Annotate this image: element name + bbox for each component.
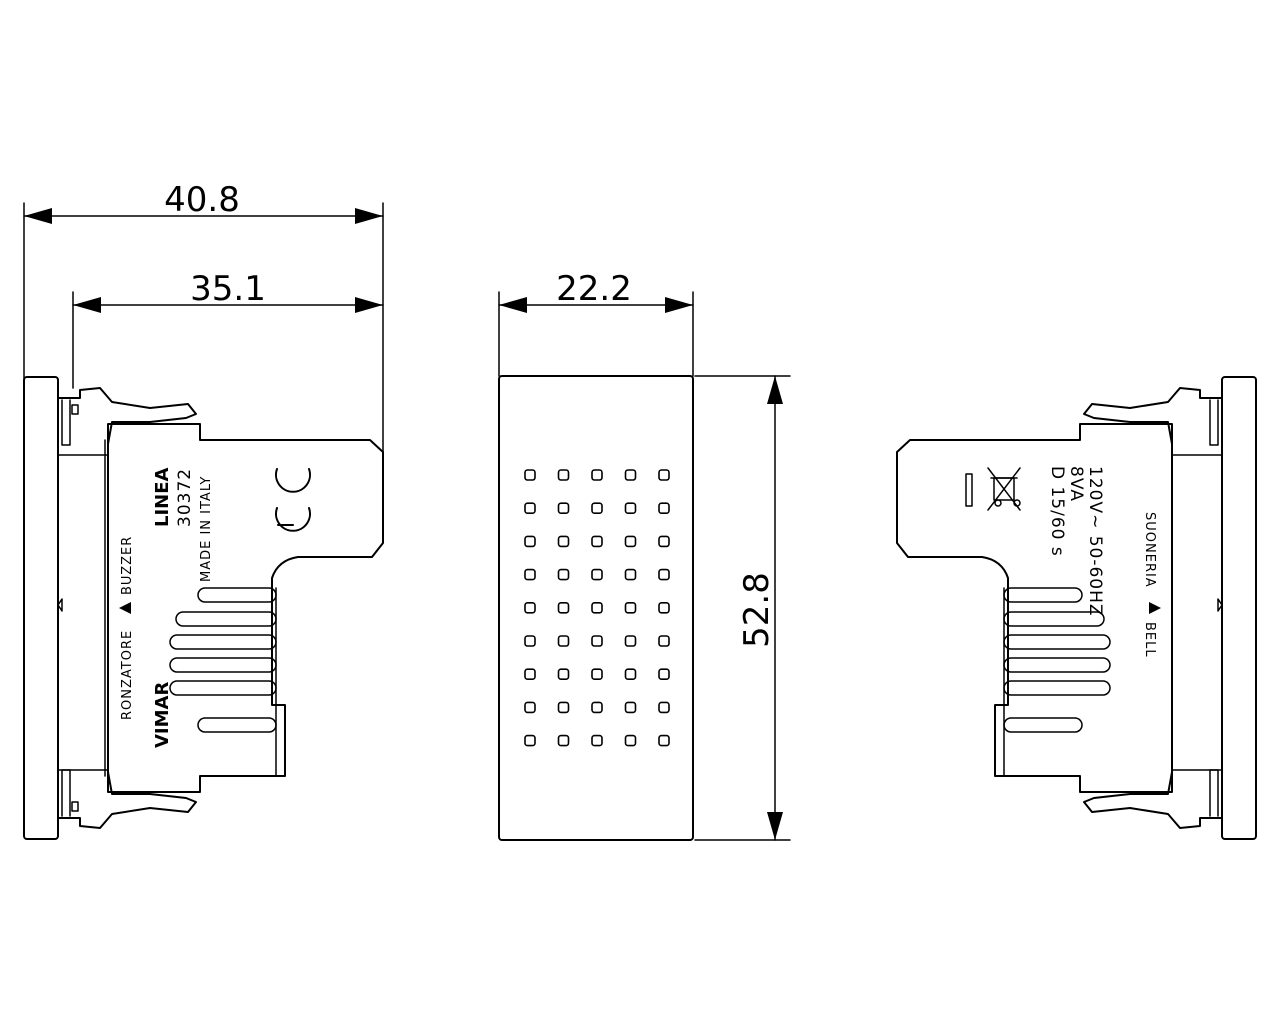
- grille-hole: [658, 535, 670, 548]
- grille-hole: [624, 469, 637, 481]
- label-right-product-type: SUONERIA: [1142, 512, 1157, 588]
- dimension-overall-depth-label: 40.8: [164, 180, 240, 220]
- grille-hole: [658, 635, 670, 647]
- grille-hole: [524, 701, 536, 714]
- dimension-width: 22.2: [498, 269, 694, 377]
- label-code: 30372: [175, 468, 195, 527]
- grille-hole: [624, 668, 637, 681]
- triangle-icon-right: [1149, 602, 1161, 614]
- grille-hole: [624, 635, 637, 647]
- speaker-grille: [524, 469, 670, 747]
- left-side-view: VIMAR RONZATORE BUZZER LINEA 30372 MADE …: [23, 376, 384, 840]
- grille-hole: [524, 601, 536, 614]
- label-brand: VIMAR: [152, 682, 173, 748]
- label-series: LINEA: [152, 467, 173, 527]
- dimension-body-depth: 35.1: [72, 269, 384, 389]
- label-right-product-type-en: BELL: [1142, 622, 1157, 658]
- grille-hole: [591, 535, 603, 548]
- grille-hole: [658, 668, 670, 681]
- ventilation-ribs-right: [1003, 587, 1111, 777]
- ce-mark-icon: [275, 468, 311, 532]
- label-voltage: 120V~ 50-60HZ: [1085, 466, 1105, 617]
- grille-hole: [557, 734, 570, 747]
- grille-hole: [524, 535, 536, 548]
- front-view: [498, 375, 694, 841]
- grille-hole: [624, 568, 637, 581]
- grille-hole: [658, 502, 670, 515]
- grille-hole: [658, 734, 670, 747]
- grille-hole: [591, 635, 603, 647]
- grille-hole: [658, 469, 670, 481]
- label-product-type-en: BUZZER: [120, 536, 135, 595]
- grille-hole: [591, 734, 603, 747]
- right-side-markings: D 15/60 s 8VA 120V~ 50-60HZ SUONERIA BEL…: [965, 466, 1161, 658]
- grille-hole: [557, 568, 570, 581]
- grille-hole: [624, 535, 637, 548]
- grille-hole: [524, 734, 536, 747]
- grille-hole: [524, 635, 536, 647]
- grille-hole: [557, 535, 570, 548]
- dimension-height-label: 52.8: [737, 572, 777, 648]
- grille-hole: [624, 701, 637, 714]
- dimension-height: 52.8: [694, 375, 791, 841]
- label-origin: MADE IN ITALY: [199, 476, 214, 582]
- grille-hole: [557, 635, 570, 647]
- label-product-type: RONZATORE: [120, 630, 135, 720]
- grille-hole: [658, 601, 670, 614]
- grille-hole: [624, 601, 637, 614]
- grille-hole: [624, 502, 637, 515]
- grille-hole: [624, 734, 637, 747]
- grille-hole: [524, 668, 536, 681]
- grille-hole: [524, 469, 536, 481]
- battery-bar-icon: [965, 473, 973, 507]
- grille-hole: [591, 601, 603, 614]
- grille-hole: [557, 601, 570, 614]
- grille-hole: [591, 502, 603, 515]
- grille-hole: [591, 701, 603, 714]
- dimension-body-depth-label: 35.1: [190, 269, 266, 309]
- grille-hole: [524, 568, 536, 581]
- grille-hole: [524, 502, 536, 515]
- weee-bin-icon: [987, 467, 1021, 511]
- grille-hole: [557, 701, 570, 714]
- grille-hole: [658, 701, 670, 714]
- grille-hole: [591, 469, 603, 481]
- grille-hole: [557, 668, 570, 681]
- grille-hole: [557, 469, 570, 481]
- label-power: 8VA: [1066, 466, 1086, 502]
- triangle-icon: [119, 602, 131, 614]
- dimension-overall-depth: 40.8: [23, 180, 384, 453]
- grille-hole: [591, 668, 603, 681]
- grille-hole: [658, 568, 670, 581]
- grille-hole: [591, 568, 603, 581]
- label-duty-cycle: D 15/60 s: [1047, 466, 1067, 557]
- ventilation-ribs-left: [169, 587, 277, 777]
- dimension-width-label: 22.2: [556, 269, 632, 309]
- grille-hole: [557, 502, 570, 515]
- right-side-view: [896, 376, 1257, 840]
